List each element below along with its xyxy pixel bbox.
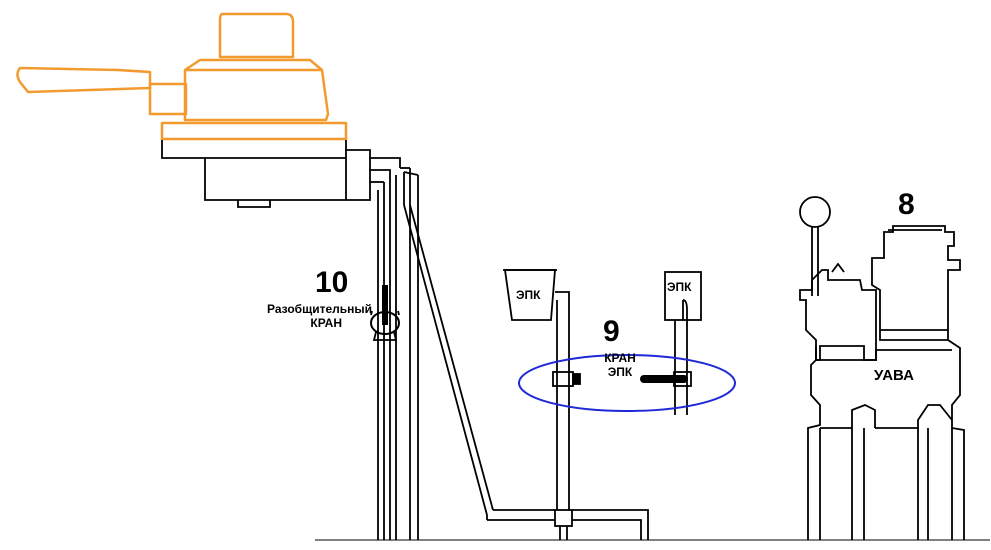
label-disconnect-line2: КРАН — [310, 316, 342, 330]
label-epk-left: ЭПК — [516, 288, 541, 302]
label-disconnect-line1: Разобщительный — [267, 302, 372, 316]
driver-brake-valve — [16, 12, 348, 141]
uava-unit — [799, 196, 965, 540]
label-disconnect-valve: Разобщительный КРАН — [212, 302, 372, 330]
label-epk-right: ЭПК — [667, 280, 692, 294]
label-kran-epk-line1: КРАН — [604, 351, 636, 365]
kran-epk-highlight — [518, 354, 736, 412]
label-9: 9 — [603, 315, 620, 348]
label-8: 8 — [898, 188, 915, 221]
pipework — [161, 140, 990, 541]
label-10: 10 — [315, 266, 349, 299]
label-kran-epk: КРАН ЭПК — [592, 351, 648, 379]
label-uava: УАВА — [874, 367, 914, 384]
label-kran-epk-line2: ЭПК — [607, 365, 633, 379]
kran-epk-handle — [640, 375, 688, 383]
